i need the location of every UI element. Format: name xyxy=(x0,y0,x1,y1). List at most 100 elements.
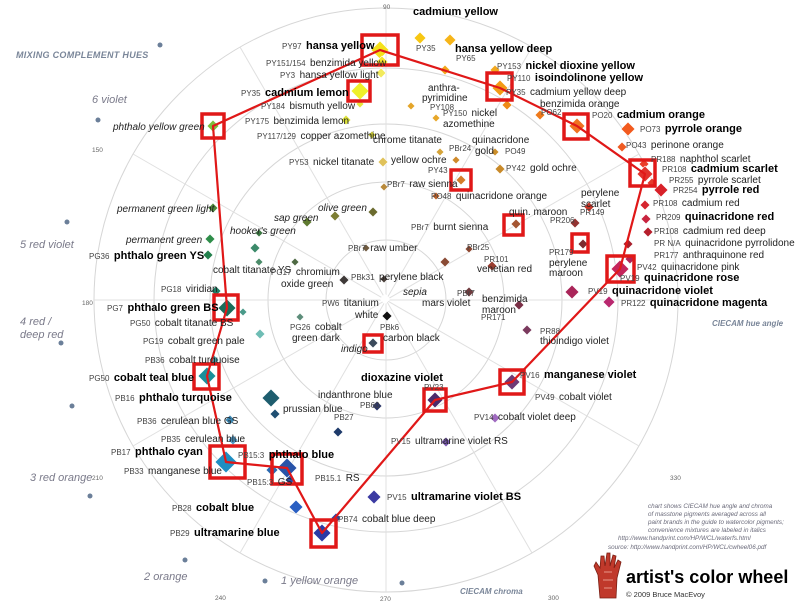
pigment-marker xyxy=(367,206,379,218)
pigment-code: PB60 xyxy=(360,401,380,410)
svg-text:PR108 cadmium scarlet: PR108 cadmium scarlet xyxy=(662,159,778,176)
pigment-marker xyxy=(224,414,236,426)
pigment-marker xyxy=(254,257,264,267)
pigment-code: PR255 xyxy=(669,176,694,185)
svg-text:PR188 naphthol scarlet: PR188 naphthol scarlet xyxy=(651,149,751,166)
sector-name: deep red xyxy=(20,329,64,341)
svg-text:PY53 nickel titanate: PY53 nickel titanate xyxy=(289,152,375,169)
pigment-code: PBr7 xyxy=(457,289,475,298)
pigment-marker xyxy=(564,284,580,300)
pigment-name: phthalo green BS xyxy=(127,302,218,314)
pigment-name: cobalt blue xyxy=(196,502,254,514)
pigment-code: PB15:3 xyxy=(247,478,274,487)
pigment-name: RS xyxy=(346,473,360,484)
pigment-code: PO20 xyxy=(592,111,613,120)
sector-name: violet xyxy=(101,94,128,106)
pigment-marker xyxy=(583,201,595,213)
pigment-name: mars violet xyxy=(422,298,471,309)
highlight-box xyxy=(362,333,384,354)
pigment-marker xyxy=(269,408,281,420)
svg-text:PO73 pyrrole orange: PO73 pyrrole orange xyxy=(640,119,742,136)
pigment-code: PG19 xyxy=(143,337,164,346)
svg-text:PR255 pyrrole scarlet: PR255 pyrrole scarlet xyxy=(669,170,761,187)
pigment-code: PBr24 xyxy=(449,144,472,153)
pigment-name: isoindolinone yellow xyxy=(535,72,644,84)
pigment-name: venetian red xyxy=(477,264,532,275)
pigment-name: perylene xyxy=(581,188,620,199)
pigment-name: perinone orange xyxy=(651,140,724,151)
pigment-name: azomethine xyxy=(443,119,495,130)
pigment-code: PG26 xyxy=(290,323,311,332)
pigment-code: PV42 xyxy=(637,263,657,272)
pigment-code: PV23 xyxy=(424,383,444,392)
pigment-marker xyxy=(486,260,498,272)
pigment-marker xyxy=(494,163,506,175)
pigment-marker xyxy=(464,244,474,254)
pigment-marker xyxy=(238,307,248,317)
highlight-box xyxy=(498,368,526,396)
pigment-name: hansa yellow light xyxy=(300,70,379,81)
pigment-code: PG7 xyxy=(107,304,124,313)
pigment-marker xyxy=(501,99,513,111)
pigment-name: benzimida xyxy=(482,294,528,305)
pigment-name: perylene black xyxy=(379,272,444,283)
pigment-marker xyxy=(439,256,451,268)
pigment-marker xyxy=(338,274,350,286)
pigment-marker xyxy=(620,121,636,137)
sector-name: red orange xyxy=(39,472,92,484)
svg-text:PB36 cerulean blue GS: PB36 cerulean blue GS xyxy=(137,411,239,428)
pigment-code: PR179 xyxy=(549,248,574,257)
pigment-name: quinacridone pyrrolidone xyxy=(685,238,795,249)
pigment-name: pyrrole orange xyxy=(665,123,742,135)
highlight-box xyxy=(208,444,247,480)
pigment-code: PY151/154 xyxy=(266,59,306,68)
svg-text:PY35 cadmium yellow deep: PY35 cadmium yellow deep xyxy=(506,82,627,99)
svg-text:PR254 pyrrole red: PR254 pyrrole red xyxy=(673,180,759,197)
pigment-marker xyxy=(406,101,416,111)
svg-text:PY3 hansa yellow light: PY3 hansa yellow light xyxy=(280,65,379,82)
pigment-code: PV19 xyxy=(588,287,608,296)
pigment-code: PY3 xyxy=(280,71,296,80)
note-line: chart shows CIECAM hue angle and chroma xyxy=(648,503,773,510)
svg-text:PB15.1 RS: PB15.1 RS xyxy=(315,468,360,485)
svg-text:PY97 hansa yellow: PY97 hansa yellow xyxy=(282,36,375,53)
pigment-code: PY153 xyxy=(497,62,522,71)
pigment-marker xyxy=(254,228,264,238)
pigment-name: naphthol scarlet xyxy=(680,154,751,165)
pigment-marker xyxy=(377,156,389,168)
pigment-name: hooker's green xyxy=(230,226,296,237)
svg-text:PR108 cadmium red deep: PR108 cadmium red deep xyxy=(654,221,766,238)
pigment-name: yellow ochre xyxy=(391,155,447,166)
svg-text:PV42 quinacridone pink: PV42 quinacridone pink xyxy=(637,257,740,274)
svg-text:3 red orange: 3 red orange xyxy=(30,472,92,484)
pigment-marker xyxy=(521,324,533,336)
pigment-code: PBk31 xyxy=(351,273,375,282)
sector-dot xyxy=(69,403,75,409)
pigment-code: PO43 xyxy=(626,141,647,150)
pigment-marker xyxy=(379,274,389,284)
pigment-name: cobalt titanate YS xyxy=(213,265,292,276)
pigment-marker xyxy=(640,213,652,225)
pigment-name: hansa yellow deep xyxy=(455,43,552,55)
sector-name: red / xyxy=(29,316,52,328)
svg-text:PG50 cobalt titanate BS: PG50 cobalt titanate BS xyxy=(130,313,234,330)
pigment-name: phthalo green YS xyxy=(114,250,204,262)
pigment-code: PB17 xyxy=(111,448,131,457)
pigment-name: quinacridone violet xyxy=(612,285,713,297)
chroma-label: CIECAM chroma xyxy=(460,587,523,596)
highlight-box xyxy=(449,168,473,192)
pigment-name: raw sienna xyxy=(409,179,458,190)
svg-text:PY151/154 benzimida yellow: PY151/154 benzimida yellow xyxy=(266,53,387,70)
pigment-name: copper azomethine xyxy=(300,131,385,142)
svg-text:PO20 cadmium orange: PO20 cadmium orange xyxy=(592,105,705,122)
pigment-name: phthalo turquoise xyxy=(139,392,232,404)
pigment-name: GS xyxy=(278,477,293,488)
svg-text:PBr7 raw umber: PBr7 raw umber xyxy=(348,238,418,255)
pigment-marker xyxy=(371,400,383,412)
pigment-marker xyxy=(413,31,427,45)
pigment-name: oxide green xyxy=(281,279,333,290)
deg-0: 0 xyxy=(686,300,690,307)
pigment-code: PR108 xyxy=(653,199,678,208)
sector-dot xyxy=(58,340,64,346)
svg-text:PY42 gold ochre: PY42 gold ochre xyxy=(506,158,577,175)
